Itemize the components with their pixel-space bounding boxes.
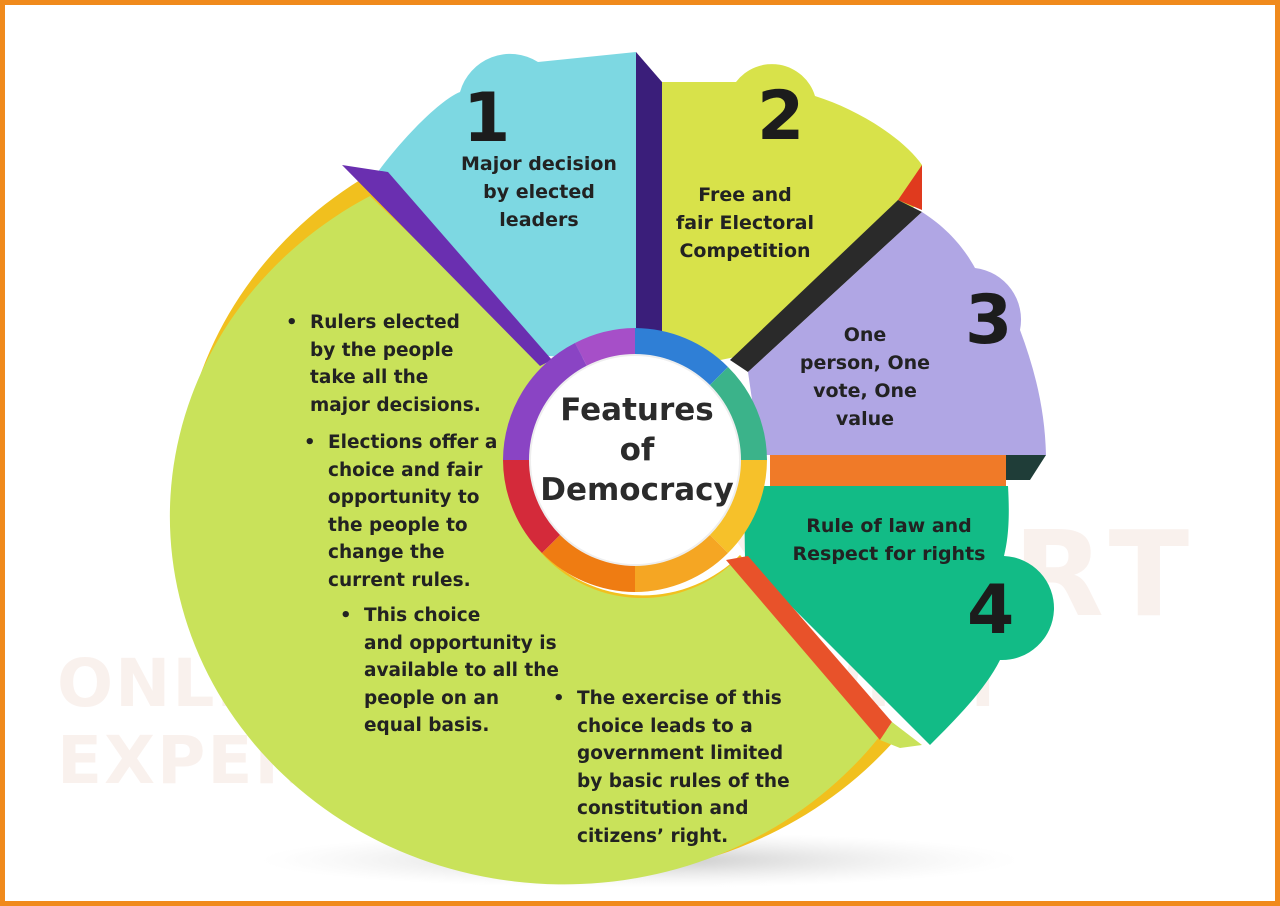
segment-2-side (730, 200, 922, 372)
bullet-line: current rules. (328, 569, 471, 591)
bullet-line: choice leads to a (577, 715, 753, 737)
segment-1-top-edge (636, 52, 662, 372)
bullet-line: Elections offer a (328, 432, 498, 453)
segment-3-label: One person, One vote, One value (785, 321, 945, 433)
bullet-line: equal basis. (364, 715, 490, 736)
segment-1-label: Major decision by elected leaders (449, 150, 629, 234)
segment-4-label-line: Rule of law and (806, 515, 972, 537)
bullet-line: Rulers elected (310, 312, 460, 333)
segment-4-label: Rule of law and Respect for rights (789, 512, 989, 568)
bullet-line: available to all the (364, 660, 559, 681)
segment-3-shape (748, 212, 1046, 455)
bullet-line: opportunity to (328, 487, 480, 508)
bullet-point: The exercise of this choice leads to a g… (553, 685, 792, 850)
bullet-line: choice and fair (328, 459, 483, 481)
segment-4-shape (744, 486, 1054, 745)
bullet-line: by basic rules of the (577, 770, 790, 792)
segment-2-number: 2 (757, 77, 805, 156)
center-title-line: Features (560, 392, 714, 428)
segment-3-number: 3 (965, 281, 1013, 360)
segment-3-label-line: person, One (799, 352, 931, 374)
center-title: Features of Democracy (535, 390, 739, 510)
segment-1-label-line: leaders (499, 209, 579, 231)
bullet-line: constitution and (577, 798, 749, 819)
segment-1-number: 1 (463, 79, 511, 158)
segment-4-label-line: Respect for rights (792, 543, 986, 565)
bullet-line: citizens’ right. (577, 825, 729, 847)
segment-2-label-line: fair Electoral (675, 212, 815, 234)
bullet-line: the people to (328, 514, 468, 536)
bullet-point: Elections offer a choice and fair opport… (304, 429, 528, 594)
segment-2-label: Free and fair Electoral Competition (655, 181, 835, 265)
bullet-line: people on an (364, 687, 500, 709)
segment-2-edge (898, 165, 922, 210)
bullet-line: This choice (364, 605, 481, 626)
segment-1-label-line: by elected (483, 181, 595, 203)
segment-2-label-line: Competition (679, 240, 811, 262)
bullet-line: The exercise of this (577, 688, 782, 709)
segment-3-label-line: value (835, 408, 895, 430)
segment-1-shape (372, 52, 636, 360)
segment-4-number: 4 (967, 571, 1015, 650)
center-title-line: Democracy (540, 472, 734, 508)
bullet-line: change the (328, 542, 445, 563)
bullet-point: This choice and opportunity is available… (340, 602, 564, 740)
segment-3-label-line: One (843, 324, 887, 346)
segment-3-orange (770, 455, 1006, 486)
segment-1-label-line: Major decision (461, 153, 617, 175)
bullet-line: major decisions. (310, 394, 481, 416)
segment-2-shape (662, 64, 922, 373)
segment-4-tip (880, 722, 922, 748)
bullet-line: and opportunity is (364, 632, 557, 654)
segment-4-edge (726, 556, 892, 740)
bullet-point: Rulers elected by the people take all th… (286, 309, 510, 419)
segment-3-side (1006, 455, 1046, 480)
bullet-line: by the people (310, 339, 454, 361)
center-title-line: of (619, 432, 655, 468)
segment-2-label-line: Free and (698, 184, 792, 206)
bullet-line: take all the (310, 367, 429, 388)
bullet-line: government limited (577, 743, 784, 764)
segment-3-label-line: vote, One (813, 380, 917, 402)
